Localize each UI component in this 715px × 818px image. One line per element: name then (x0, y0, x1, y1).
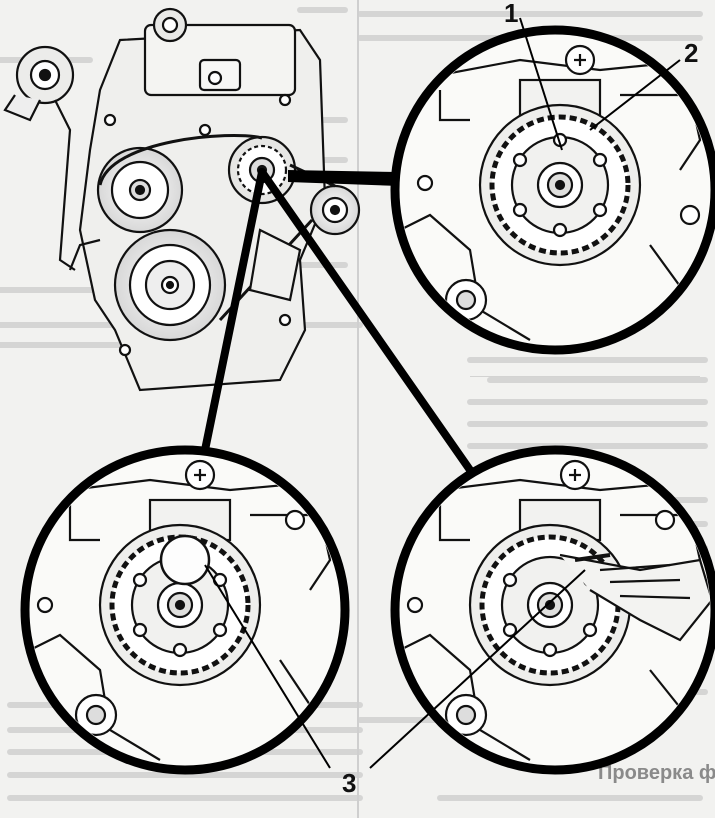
callout-label-1: 1 (504, 0, 519, 28)
detail-view-top-right (390, 17, 715, 355)
callout-label-3: 3 (342, 768, 357, 798)
callout-3-leaders (204, 564, 586, 769)
detail-view-bottom-right (390, 445, 715, 775)
callout-label-2: 2 (684, 38, 699, 68)
detail-view-bottom-left (20, 445, 350, 775)
engine-block (3, 7, 361, 392)
background-heading: Проверка фаз (598, 762, 715, 784)
background-text-right (470, 376, 705, 706)
leader-lines (201, 168, 474, 474)
